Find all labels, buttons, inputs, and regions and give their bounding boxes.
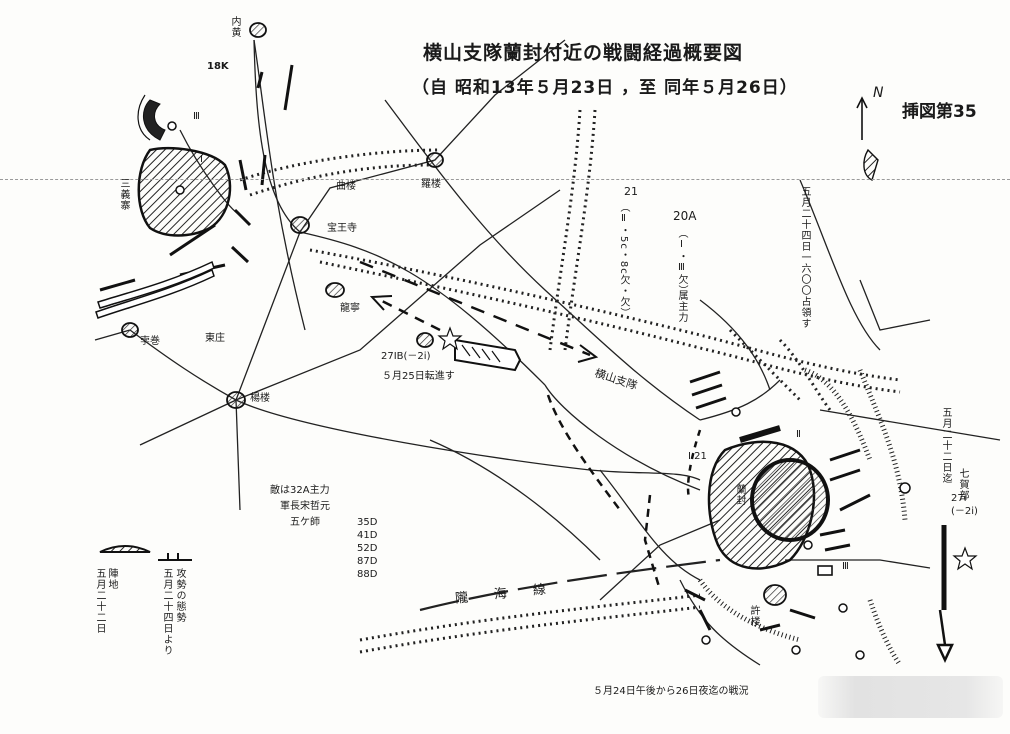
scan-artifact-line bbox=[0, 179, 1010, 180]
figure-wave bbox=[863, 148, 879, 181]
note-col20a-2: 属主力 bbox=[676, 290, 687, 323]
arc-hatch bbox=[142, 99, 166, 141]
map-subtitle: （自 昭和13年５月23日 ，至 同年５月26日） bbox=[412, 78, 798, 98]
unit-i: Ⅰ bbox=[200, 154, 203, 165]
unit-i21: Ⅰ 21 bbox=[688, 451, 707, 462]
place-longmen: 龍寧 bbox=[340, 303, 360, 314]
place-lanfeng: 蘭封 bbox=[734, 484, 745, 506]
note-may22r: 五月二十二日迄 bbox=[940, 407, 951, 484]
arrows bbox=[359, 260, 954, 663]
attack-arcs bbox=[95, 260, 215, 319]
unit-2i: (－2i) bbox=[951, 506, 978, 517]
legend-hatch bbox=[99, 545, 151, 553]
legend-item1-label: 陣地 bbox=[106, 568, 117, 590]
division-list: 35D 41D 52D 87D 88D bbox=[357, 518, 377, 580]
bottom-note: ５月24日午後から26日夜迄の戦況 bbox=[593, 686, 749, 697]
small-circles bbox=[167, 121, 911, 660]
unit-ii: Ⅱ bbox=[796, 429, 801, 440]
place-neihuang: 内黄 bbox=[229, 16, 240, 38]
legend-item2-date: 五月二十四日より bbox=[161, 568, 172, 656]
unit-arrow-27ib bbox=[454, 338, 522, 372]
unit-20a: 20A bbox=[673, 209, 697, 223]
star-markers bbox=[437, 326, 978, 571]
north-label: N bbox=[873, 85, 884, 101]
unit-27b: 27i bbox=[951, 493, 967, 504]
note-enemy2: 軍長宋哲元 bbox=[280, 501, 330, 512]
unit-iii: Ⅲ bbox=[193, 111, 200, 122]
figure-label: 挿図第35 bbox=[902, 102, 977, 122]
lanfeng-walls bbox=[750, 458, 830, 542]
north-arrow bbox=[856, 96, 868, 140]
unit-iii2: Ⅲ bbox=[842, 561, 849, 572]
place-yanlou: 楊楼 bbox=[250, 393, 270, 404]
note-enemy3: 五ケ師 bbox=[290, 517, 320, 528]
positions bbox=[99, 64, 871, 632]
map-title: 横山支隊蘭封付近の戦闘経過概要図 bbox=[423, 42, 744, 64]
legend-bar bbox=[158, 553, 192, 561]
place-qujia: 曲楼 bbox=[336, 181, 356, 192]
unit-21: 21 bbox=[624, 185, 638, 198]
roads bbox=[94, 39, 1001, 666]
place-rongyang: 羅楼 bbox=[421, 179, 441, 190]
note-col21: （Ⅱ・5c・8c欠・欠） bbox=[618, 202, 629, 319]
legend-item2-label: 攻勢の態勢 bbox=[174, 568, 185, 623]
note-enemy: 敵は32A主力 bbox=[270, 485, 330, 496]
division-item: 52D bbox=[357, 543, 378, 554]
place-dongzhuang: 東庄 bbox=[205, 333, 225, 344]
place-shengong: 孛巻 bbox=[140, 336, 160, 347]
note-shichi: 七賀部 bbox=[957, 468, 968, 501]
division-item: 88D bbox=[357, 569, 378, 580]
place-xulou: 許楼 bbox=[748, 605, 759, 627]
division-item: 41D bbox=[357, 530, 378, 541]
dotted-lines bbox=[239, 109, 901, 654]
unit-27ib: 27IB(－2i) bbox=[381, 351, 431, 362]
place-baowang: 宝王寺 bbox=[327, 223, 357, 234]
railway bbox=[419, 558, 721, 612]
note-col20a: （Ⅰ・Ⅲ欠） bbox=[676, 228, 687, 296]
division-item: 87D bbox=[357, 556, 378, 567]
note-may24: 五月二十四日一六〇〇占領す bbox=[799, 186, 810, 329]
division-item: 35D bbox=[357, 517, 378, 528]
town-markers bbox=[121, 22, 787, 606]
place-sanyisi: 三義寨 bbox=[118, 178, 129, 211]
blurred-watermark bbox=[818, 676, 1003, 718]
note-may25: ５月25日転進す bbox=[382, 371, 455, 382]
legend-item1-date: 五月二十二日 bbox=[94, 568, 105, 634]
unit-18k: 18K bbox=[207, 61, 229, 72]
fronts bbox=[697, 367, 908, 667]
